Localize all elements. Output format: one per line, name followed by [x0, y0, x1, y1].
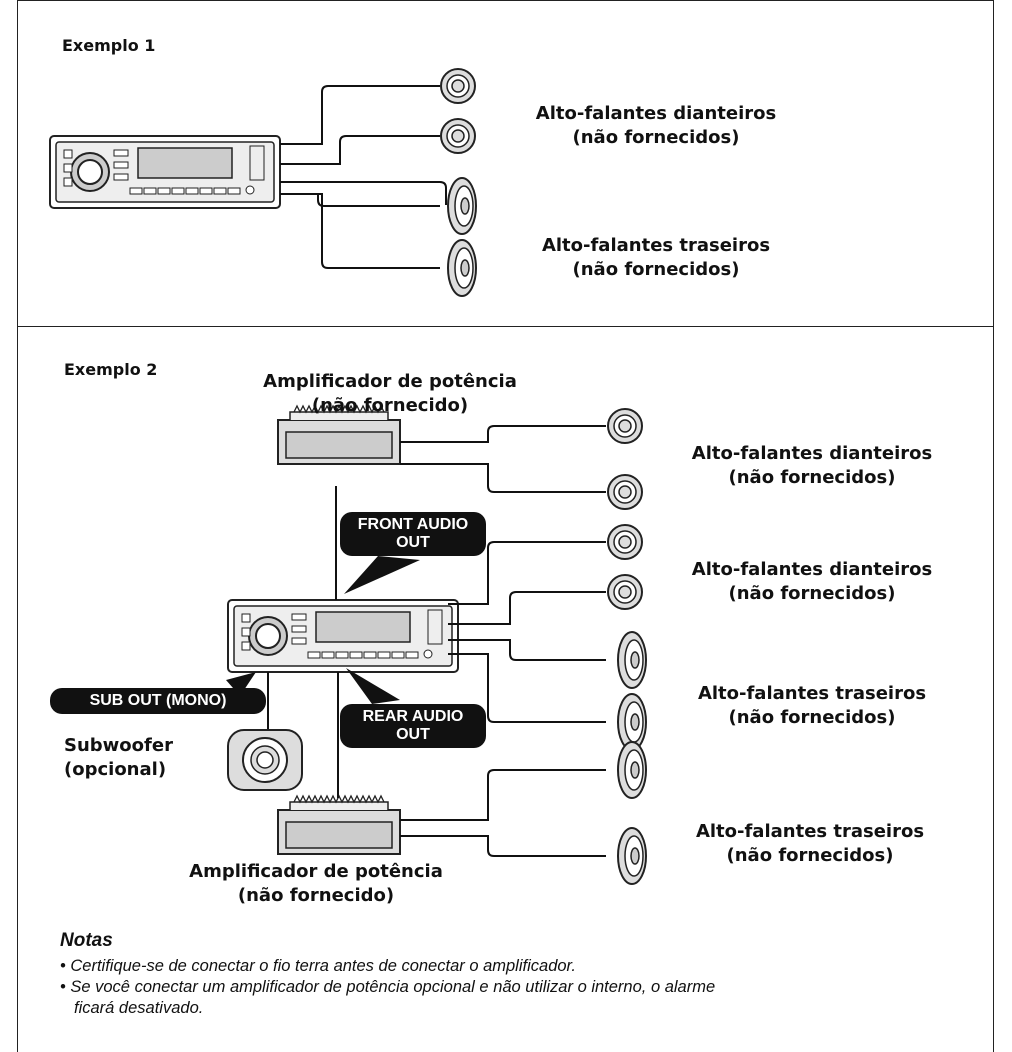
front-speakers-amp-label: Alto-falantes dianteiros(não fornecidos) [691, 443, 933, 488]
rear-speaker-icon [447, 177, 477, 235]
rear-speaker-icon [617, 741, 647, 799]
rear-speakers-label: Alto-falantes traseiros(não fornecidos) [541, 235, 771, 280]
note-item: • Se você conectar um amplificador de po… [60, 978, 716, 996]
example-1-title: Exemplo 1 [62, 36, 156, 55]
subwoofer-icon [227, 729, 303, 791]
subwoofer-label: Subwoofer(opcional) [64, 735, 173, 780]
front-speakers-direct-label: Alto-falantes dianteiros(não fornecidos) [691, 559, 933, 604]
front-speaker-icon [440, 118, 476, 154]
rear-speaker-icon [617, 827, 647, 885]
amplifier-top-label: Amplificador de potência(não fornecido) [263, 371, 517, 416]
notes-section: Notas • Certifique-se de conectar o fio … [60, 930, 994, 1019]
rear-audio-pointer [346, 668, 400, 704]
front-speaker-icon [440, 68, 476, 104]
rear-speaker-icon [447, 239, 477, 297]
front-speaker-icon [607, 574, 643, 610]
amplifier-bottom-label: Amplificador de potência(não fornecido) [189, 861, 443, 906]
head-unit-1 [49, 135, 281, 209]
sub-out-callout: SUB OUT (MONO) [50, 688, 266, 714]
front-speaker-icon [607, 524, 643, 560]
diagram-frame [17, 0, 994, 1052]
section-divider [17, 326, 994, 327]
rear-speaker-icon [617, 631, 647, 689]
front-speaker-icon [607, 408, 643, 444]
notes-title: Notas [60, 930, 113, 951]
top-border [17, 0, 994, 1]
sub-out-pointer [226, 672, 256, 696]
rear-speakers-amp-label: Alto-falantes traseiros(não fornecidos) [695, 821, 925, 866]
amplifier-bottom [277, 795, 401, 855]
front-audio-pointer [344, 556, 420, 594]
wires-example1 [280, 85, 447, 269]
rear-speakers-direct-label: Alto-falantes traseiros(não fornecidos) [697, 683, 927, 728]
head-unit-2 [227, 599, 459, 673]
example-2-title: Exemplo 2 [64, 360, 158, 379]
note-item: • Certifique-se de conectar o fio terra … [60, 957, 577, 975]
note-item: ficará desativado. [74, 999, 204, 1017]
front-speaker-icon [607, 474, 643, 510]
front-speakers-label: Alto-falantes dianteiros(não fornecidos) [535, 103, 777, 148]
wires-example2 [267, 425, 606, 857]
